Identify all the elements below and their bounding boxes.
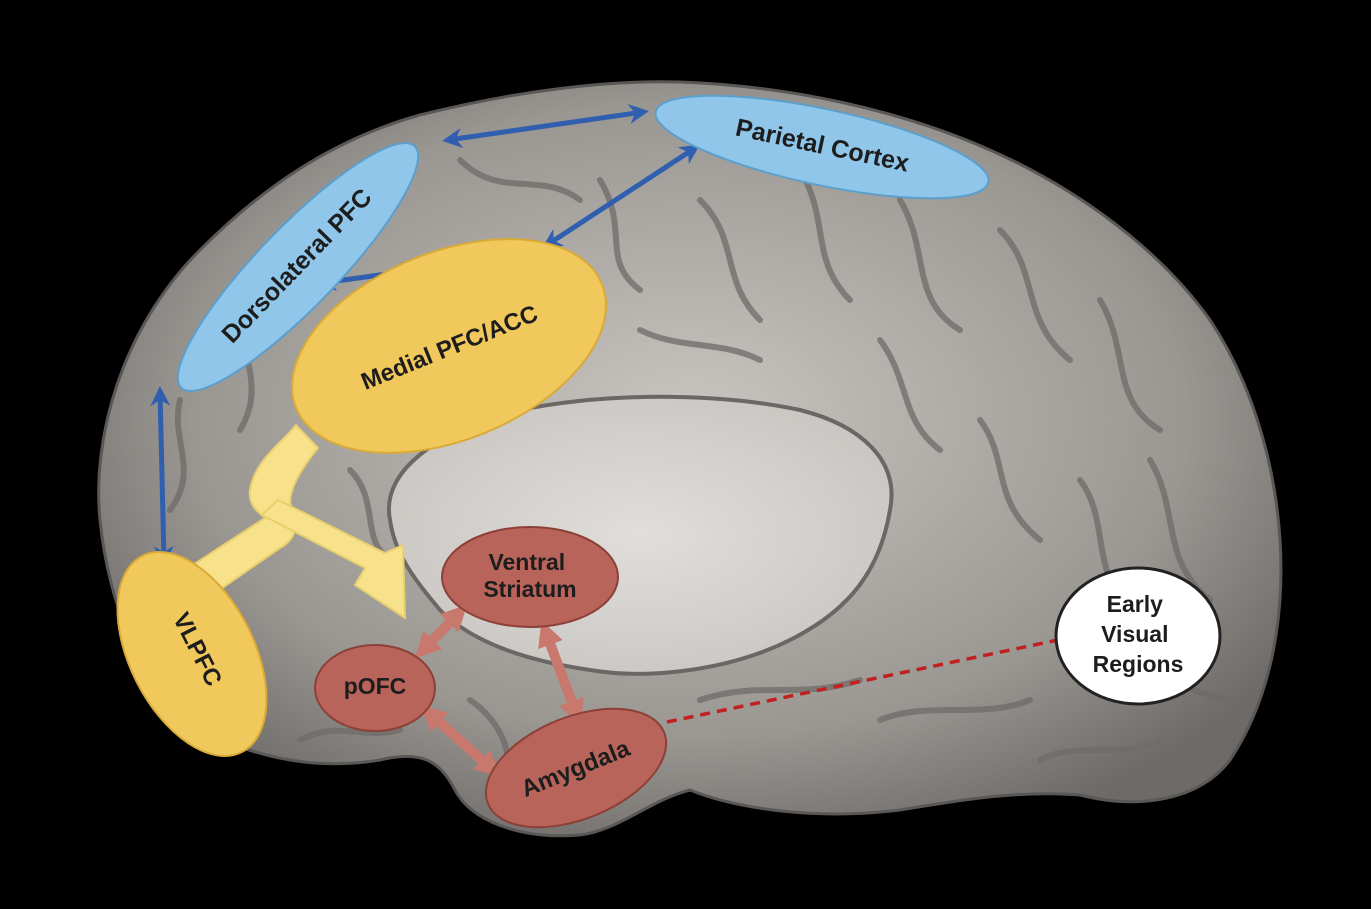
ventral-striatum-ellipse [441,526,619,628]
amygdala-ellipse [484,707,668,829]
arrow-dlpfc-parietal [442,104,649,148]
arrow-pofc-striatum [414,604,468,659]
node-amygdala: Amygdala [484,707,668,829]
ventral-striatum-line-1: Ventral [488,549,565,575]
node-medial-pfc-acc: Medial PFC/ACC [291,238,607,454]
node-vlpfc: VLPFC [116,551,268,757]
dashed-amygdala-visual [666,638,1059,724]
early-visual-line-2: Visual [1101,621,1168,647]
red-connections [414,604,584,777]
early-visual-ellipse [1054,566,1222,706]
ventral-striatum-line-2: Striatum [483,576,576,602]
early-visual-line-1: Early [1107,591,1163,617]
gyri-folds [137,157,1243,793]
arrow-dlpfc-vlpfc [150,386,174,566]
arrow-striatum-amygdala [538,620,584,726]
medial-pfc-acc-ellipse [291,238,607,454]
arrow-parietal-medial [541,144,701,249]
vlpfc-ellipse [116,551,268,757]
ventral-striatum-label: Ventral Striatum [483,549,576,602]
early-visual-line-3: Regions [1093,651,1184,677]
yellow-arrow-to-striatum [260,498,407,620]
early-visual-label: Early Visual Regions [1093,591,1184,677]
node-pofc: pOFC [314,644,436,732]
dorsolateral-pfc-ellipse [176,141,420,393]
pofc-ellipse [314,644,436,732]
arrow-pofc-amygdala [420,705,501,777]
parietal-cortex-ellipse [654,94,990,200]
node-early-visual-regions: Early Visual Regions [1054,566,1222,706]
pofc-label: pOFC [344,673,407,699]
node-ventral-striatum: Ventral Striatum [441,526,619,628]
node-parietal-cortex: Parietal Cortex [654,94,990,200]
